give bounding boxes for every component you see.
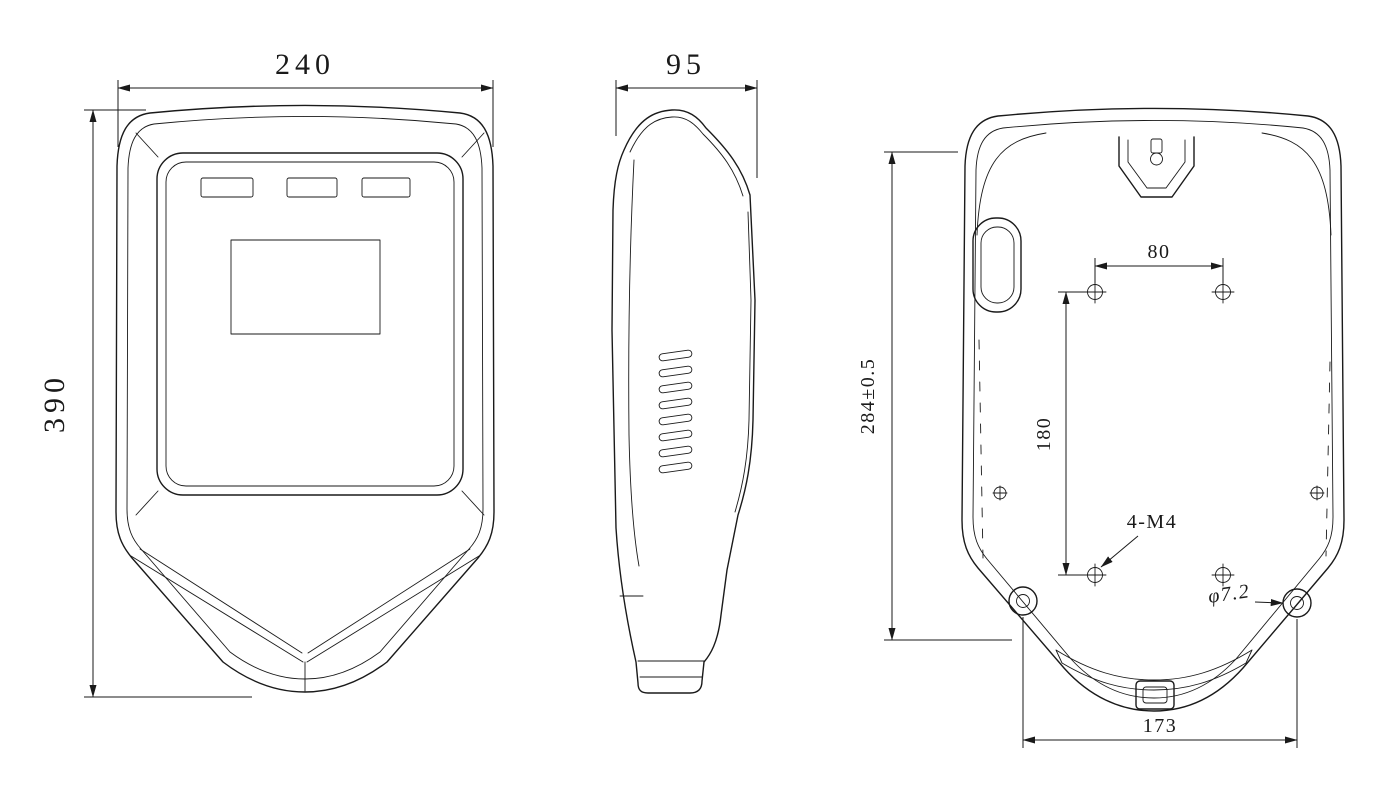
corner-hole-inner [1290,596,1304,610]
indicator-window [286,177,338,198]
keyhole-circle [1150,152,1163,166]
corner-hole-outer [1282,588,1312,618]
dim-back-mount-height: 284±0.5 [857,151,1012,641]
dim-back-bottom-hole-spacing: 173 [1022,617,1298,748]
indicator-window [200,177,254,198]
mount-hole-m4-top-right [1211,280,1235,304]
dim-side-depth: 95 [615,48,758,178]
dim-back-vertical-hole-spacing: 180 [1033,291,1086,576]
mount-hole-m4-bottom-left [1083,563,1107,587]
mount-hole-m4-top-left [1083,280,1107,304]
cable-inlet-outer [972,217,1022,313]
front-inner-outline [126,116,484,680]
corner-hole-right [1282,588,1312,618]
dim-80-label: 80 [1148,241,1171,263]
hole-crosshair [1211,563,1235,587]
screw-crosshair [1309,485,1325,501]
back-inner-outline [972,120,1334,699]
corner-hole-outer [1008,586,1038,616]
cable-inlet-inner [980,226,1015,304]
leader-line [1254,598,1284,607]
bottom-latch-inner [1142,686,1168,704]
callout-hole-diameter: φ7.2 [1207,580,1284,608]
side-bottom-detail-lines [619,595,705,678]
front-lower-facet-lines [130,548,480,692]
front-bezel-inner [165,161,455,487]
vent-slot [658,413,693,426]
vent-slot [658,461,693,474]
cable-inlet [972,217,1022,313]
dim-front-height: 390 [38,109,252,698]
hanger-bracket [1118,136,1195,198]
dim-173-label: 173 [1143,715,1178,737]
back-outer-outline [961,107,1345,712]
callout-4m4-label: 4-M4 [1127,511,1177,533]
keyhole-slot [1150,138,1163,154]
bottom-latch [1135,680,1175,710]
leader-line [1100,535,1139,568]
bottom-latch-outer [1135,680,1175,710]
vent-slot [658,397,693,410]
indicator-window [361,177,411,198]
hole-crosshair [1083,280,1107,304]
front-bezel-outer [156,152,464,496]
corner-hole-inner [1016,594,1030,608]
hanger-bracket-inner [1127,139,1186,189]
side-view [611,109,756,694]
dim-back-top-hole-spacing: 80 [1094,241,1224,283]
vent-slot [658,349,693,362]
hole-crosshair [1211,280,1235,304]
side-outer-outline [611,109,756,694]
case-screw-right [1309,485,1325,501]
dim-front-height-label: 390 [38,373,71,433]
left-edge-rail [978,339,984,559]
back-top-corner-recess-lines [976,132,1332,236]
vent-slot [658,445,693,458]
vent-slot [658,381,693,394]
hanger-bracket-outline [1118,136,1195,198]
dim-front-width-label: 240 [275,48,335,81]
front-view [115,104,495,693]
side-front-panel-line [628,159,640,567]
vent-slot [658,429,693,442]
dim-side-depth-label: 95 [666,48,706,81]
dim-front-width: 240 [117,48,494,147]
dim-180-label: 180 [1033,417,1055,452]
side-back-inner-line [734,211,752,513]
front-outer-outline [115,104,495,693]
callout-thread-4m4: 4-M4 [1100,511,1177,568]
bottom-recess-lines [1055,649,1253,691]
mount-hole-m4-bottom-right [1211,563,1235,587]
vent-slots [658,349,693,474]
back-view [961,107,1345,712]
vent-slot [658,365,693,378]
side-top-inner-line [629,116,744,197]
case-screw-left [992,485,1008,501]
screw-crosshair [992,485,1008,501]
hole-crosshair [1083,563,1107,587]
callout-dia-label: φ7.2 [1207,580,1252,608]
right-edge-rail [1325,361,1331,557]
display-window [230,239,381,335]
bezel-corner-tick-lines [135,132,485,516]
dim-284-label: 284±0.5 [857,358,879,434]
corner-hole-left [1008,586,1038,616]
indicator-windows [200,177,411,198]
